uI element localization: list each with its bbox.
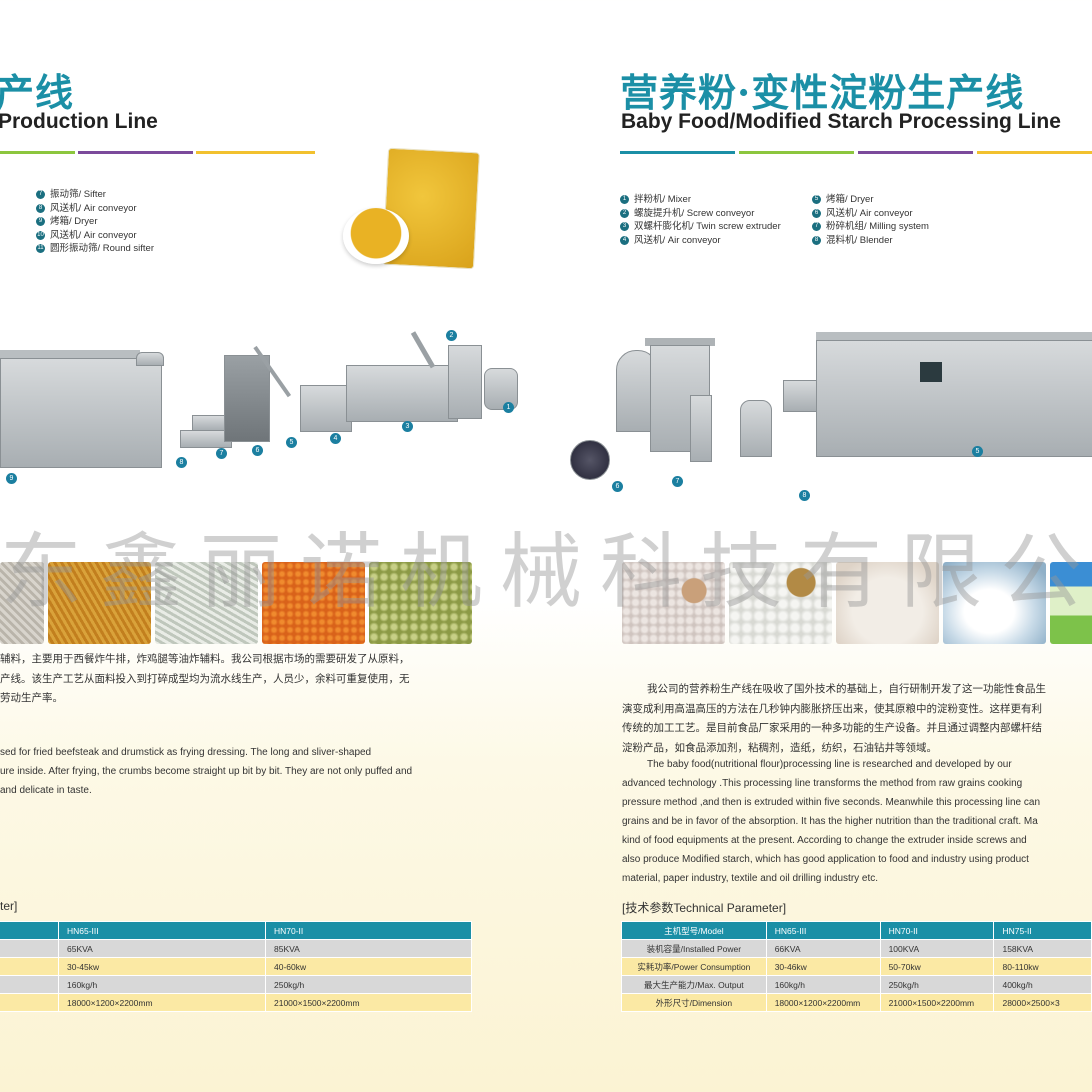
callout-marker: 5: [286, 437, 297, 448]
left-tech-param-title: ter]: [0, 899, 18, 913]
control-panel: [920, 362, 942, 382]
callout-marker: 2: [446, 330, 457, 341]
product-photo: [729, 562, 832, 644]
callout-marker: 4: [330, 433, 341, 444]
callout-marker: 6: [252, 445, 263, 456]
left-title-cn: 产线: [0, 70, 75, 115]
callout-marker: 3: [402, 421, 413, 432]
right-description-en: The baby food(nutritional flour)processi…: [622, 759, 1041, 884]
left-description-cn: 辅料，主要用于西餐炸牛排，炸鸡腿等油炸辅料。我公司根据市场的需要研发了从原料， …: [0, 653, 410, 704]
callout-marker: 8: [176, 457, 187, 468]
right-title-cn: 营养粉·变性淀粉生产线: [620, 70, 1025, 115]
product-photo: [943, 562, 1046, 644]
product-photo: [48, 562, 151, 644]
left-color-bars: [0, 151, 315, 154]
product-photo: [369, 562, 472, 644]
product-photo: [0, 562, 44, 644]
right-color-bars: [620, 151, 1092, 154]
product-photo: [622, 562, 725, 644]
callout-marker: 1: [503, 402, 514, 413]
product-photo: [155, 562, 258, 644]
right-title-en: Baby Food/Modified Starch Processing Lin…: [621, 110, 1061, 133]
callout-marker: 7: [672, 476, 683, 487]
product-photo: [262, 562, 365, 644]
callout-marker: 7: [216, 448, 227, 459]
dryer-machine: [816, 340, 1092, 457]
company-watermark: 东鑫丽诺机械科技有限公: [0, 525, 1092, 620]
callout-marker: 5: [972, 446, 983, 457]
product-photo: [1050, 562, 1092, 644]
product-photo: [836, 562, 939, 644]
blower-fan: [570, 440, 610, 480]
dryer-machine: [0, 358, 162, 468]
left-description-en: sed for fried beefsteak and drumstick as…: [0, 747, 413, 796]
callout-marker: 6: [612, 481, 623, 492]
right-description-cn: 我公司的营养粉生产线在吸收了国外技术的基础上，自行研制开发了这一功能性食品生 演…: [622, 683, 1046, 754]
callout-marker: 9: [6, 473, 17, 484]
left-title-en: Production Line: [0, 110, 158, 133]
callout-marker: 8: [799, 490, 810, 501]
right-tech-param-title: [技术参数Technical Parameter]: [622, 901, 787, 915]
breadcrumb-bowl-image: [343, 208, 409, 264]
